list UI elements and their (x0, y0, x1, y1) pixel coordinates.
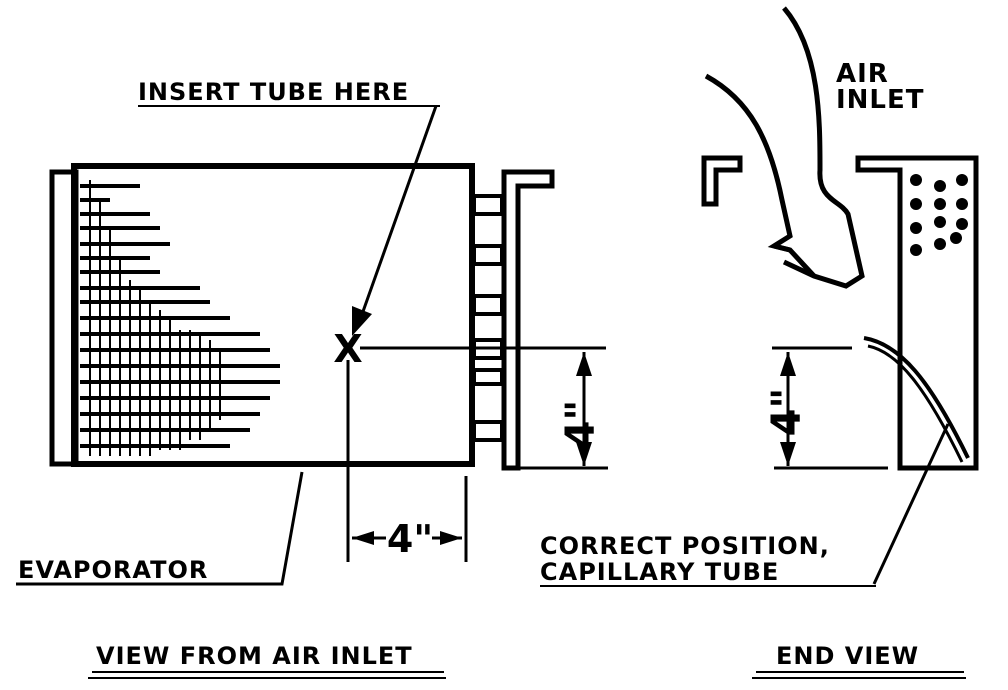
view-from-air-inlet-title: VIEW FROM AIR INLET (96, 642, 413, 670)
evaporator-body (71, 163, 475, 467)
correct-position-label-line1: CORRECT POSITION, (540, 532, 830, 560)
capillary-tube (863, 336, 970, 459)
dim-arrow-up-end (780, 352, 796, 376)
evaporator-fin-ticks (89, 180, 221, 456)
insert-tube-leader (358, 105, 438, 321)
manifold-tubes (472, 194, 504, 442)
left-bracket-end-view (701, 155, 743, 207)
evaporator-leader (16, 471, 304, 586)
dim-arrow-right-front (440, 531, 462, 545)
air-inlet-label-line1: AIR (836, 59, 889, 89)
dim-arrow-down-front (576, 442, 592, 466)
dimension-end-vertical: 4" (764, 388, 810, 437)
air-inlet-label-line2: INLET (836, 85, 925, 115)
dimension-front-horizontal: 4" (387, 517, 433, 561)
dim-arrow-down-end (780, 442, 796, 466)
correct-position-label-line2: CAPILLARY TUBE (540, 558, 779, 586)
air-inlet-arrowhead (773, 243, 816, 278)
dim-arrow-left-front (352, 531, 374, 545)
capillary-tube-inner (867, 344, 964, 463)
air-inlet-arrow (704, 6, 865, 289)
mounting-bracket (501, 169, 555, 471)
insert-tube-arrowhead (352, 306, 372, 336)
tube-dots (910, 174, 968, 256)
insert-tube-label: INSERT TUBE HERE (138, 78, 409, 106)
end-view-title: END VIEW (776, 642, 919, 670)
end-view: 4" (701, 6, 979, 585)
evaporator-header (49, 169, 79, 467)
front-view: X 4" 4" (16, 105, 608, 586)
capillary-leader (872, 423, 950, 585)
dimension-front-vertical: 4" (558, 400, 604, 449)
evaporator-label: EVAPORATOR (18, 556, 208, 584)
dim-arrow-up-front (576, 352, 592, 376)
evaporator-end-body (855, 155, 979, 471)
